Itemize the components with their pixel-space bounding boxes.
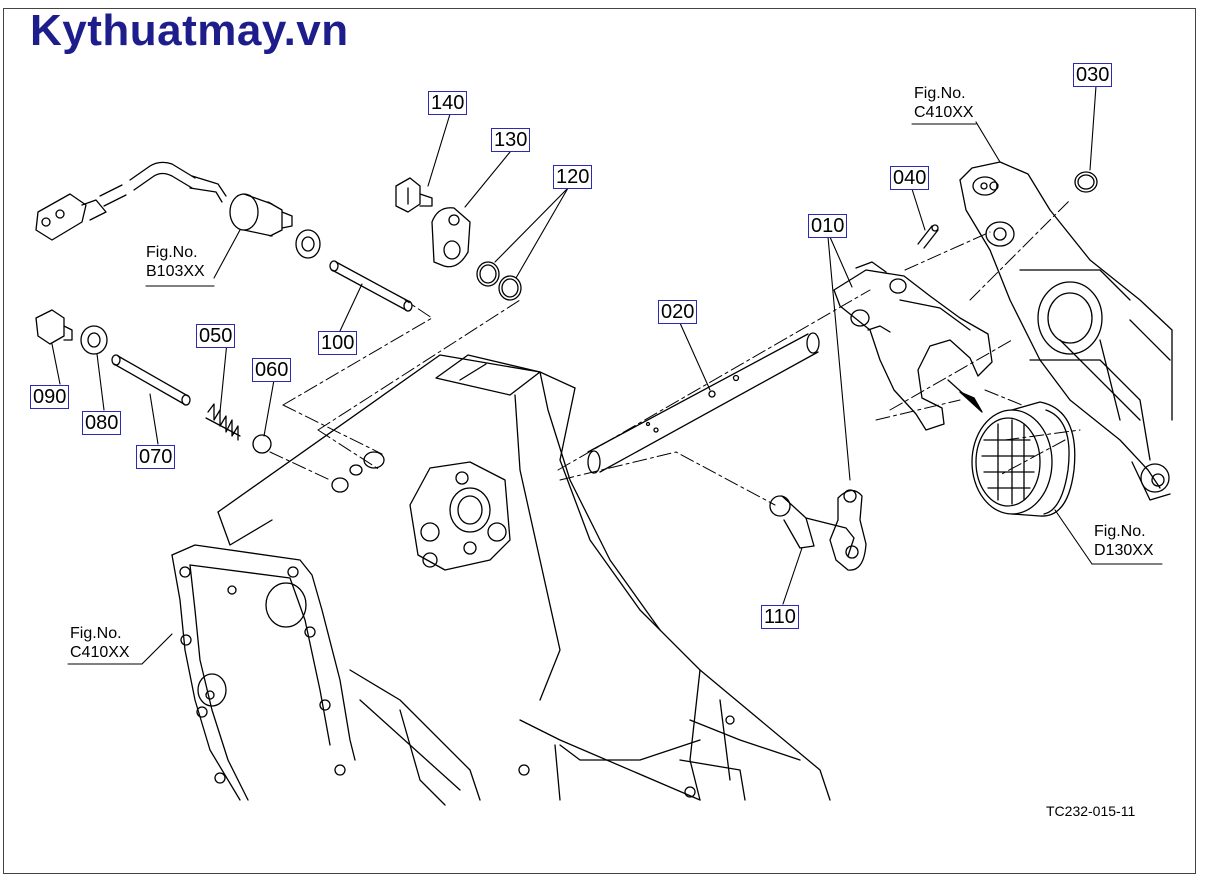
o-rings-120 xyxy=(476,261,522,301)
direction-arrow xyxy=(959,391,983,413)
pin-040 xyxy=(917,224,939,249)
fig-ref-number: D130XX xyxy=(1094,542,1154,559)
drawing-code: TC232-015-11 xyxy=(1046,803,1136,819)
callout-130[interactable]: 130 xyxy=(491,128,531,152)
fig-ref-label: Fig.No. xyxy=(146,244,198,261)
ring-030 xyxy=(1074,171,1098,193)
sensor-switch-assembly xyxy=(35,161,321,259)
plate-130 xyxy=(431,207,471,268)
callout-110[interactable]: 110 xyxy=(761,605,799,629)
leader-lines xyxy=(51,85,1163,665)
callout-140[interactable]: 140 xyxy=(428,91,468,115)
fig-ref-label: Fig.No. xyxy=(1094,523,1146,540)
ball-060 xyxy=(252,434,272,454)
fig-ref-number: C410XX xyxy=(70,644,130,661)
shift-lever-110 xyxy=(769,489,867,571)
assembly-center-lines xyxy=(269,199,1081,506)
callout-010[interactable]: 010 xyxy=(808,214,848,238)
callout-120[interactable]: 120 xyxy=(553,165,593,189)
bolt-090 xyxy=(35,309,73,345)
arrow-line xyxy=(947,379,969,399)
shift-fork-010 xyxy=(833,261,993,431)
fig-ref-label: Fig.No. xyxy=(914,85,966,102)
callout-070[interactable]: 070 xyxy=(136,445,176,469)
diagram-frame xyxy=(3,8,1196,874)
shift-shaft-020 xyxy=(587,332,820,474)
fig-ref-c410-top[interactable]: Fig.No. C410XX xyxy=(914,84,974,122)
rod-100 xyxy=(329,260,413,312)
callout-090[interactable]: 090 xyxy=(30,385,70,409)
fig-ref-number: C410XX xyxy=(914,104,974,121)
fig-ref-b103[interactable]: Fig.No. B103XX xyxy=(146,243,205,281)
fig-ref-c410-left[interactable]: Fig.No. C410XX xyxy=(70,624,130,662)
pin-070 xyxy=(111,354,191,406)
callout-040[interactable]: 040 xyxy=(890,166,930,190)
fig-ref-label: Fig.No. xyxy=(70,625,122,642)
transmission-housing xyxy=(171,354,831,806)
splined-sleeve xyxy=(971,401,1076,517)
callout-020[interactable]: 020 xyxy=(658,300,698,324)
washer-080 xyxy=(80,325,108,355)
callout-080[interactable]: 080 xyxy=(82,411,122,435)
fig-ref-d130[interactable]: Fig.No. D130XX xyxy=(1094,522,1154,560)
fig-ref-number: B103XX xyxy=(146,263,205,280)
callout-050[interactable]: 050 xyxy=(196,324,236,348)
callout-030[interactable]: 030 xyxy=(1073,63,1113,87)
callout-100[interactable]: 100 xyxy=(318,331,358,355)
callout-060[interactable]: 060 xyxy=(252,358,292,382)
right-housing-bracket xyxy=(959,161,1173,501)
brand-logo: Kythuatmay.vn xyxy=(30,6,349,55)
spring-050 xyxy=(205,403,241,441)
bolt-140 xyxy=(395,177,433,213)
